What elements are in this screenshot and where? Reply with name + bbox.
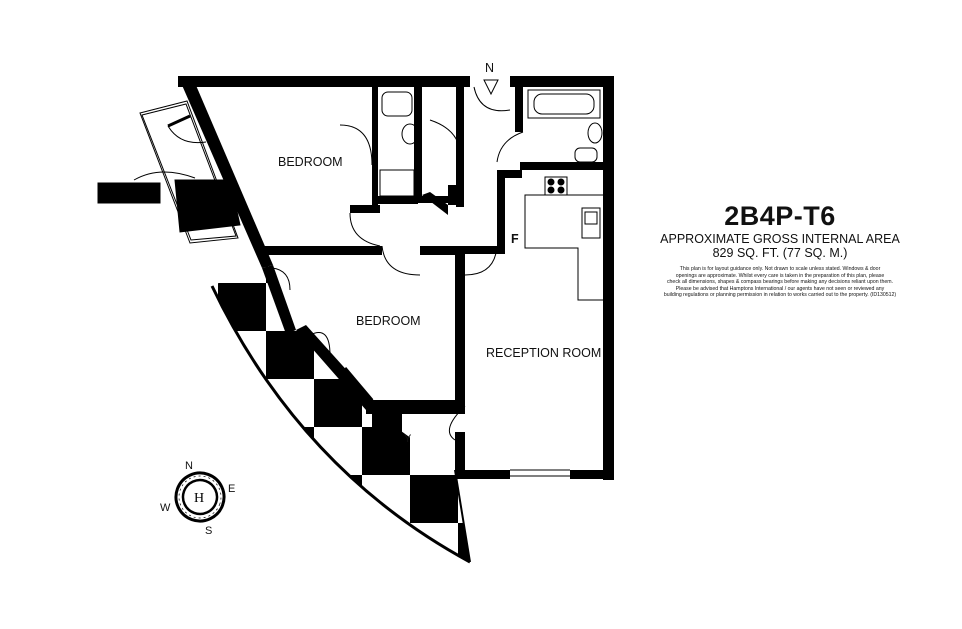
fridge-label: F: [511, 232, 519, 246]
small-balcony: [97, 100, 241, 244]
fixtures: [379, 89, 606, 301]
room-label-reception: RECEPTION ROOM: [486, 346, 601, 360]
bath-basin: [587, 122, 603, 144]
plan-info: 2B4P-T6 APPROXIMATE GROSS INTERNAL AREA …: [640, 200, 920, 299]
door-swings: [271, 86, 570, 477]
compass-n: N: [185, 460, 193, 472]
entrance-north-arrow: N: [483, 61, 499, 96]
room-label-bedroom-1: BEDROOM: [278, 155, 343, 169]
kitchen-counter: [524, 194, 606, 301]
disclaimer-line: openings are approximate. Whilst every c…: [675, 272, 885, 279]
compass-e: E: [228, 483, 235, 495]
ensuite-wc: [381, 91, 413, 117]
bath-wc: [574, 147, 598, 163]
disclaimer-line: This plan is for layout guidance only. N…: [679, 266, 881, 272]
disclaimer-line: check all dimensions, shapes & compass b…: [666, 279, 894, 285]
svg-text:N: N: [485, 61, 494, 75]
area-heading: APPROXIMATE GROSS INTERNAL AREA: [660, 232, 900, 246]
compass-w: W: [160, 502, 171, 514]
balcony-terrace: [210, 262, 471, 564]
room-label-bedroom-2: BEDROOM: [356, 314, 421, 328]
compass-rose: [174, 471, 226, 523]
bath: [527, 89, 601, 119]
plan-title: 2B4P-T6: [724, 201, 836, 231]
hob: [544, 176, 568, 196]
ensuite-shower: [379, 169, 415, 197]
disclaimer: This plan is for layout guidance only. N…: [640, 266, 920, 299]
compass-logo: H: [194, 491, 204, 506]
area-value: 829 SQ. FT. (77 SQ. M.): [712, 246, 848, 260]
walls: [178, 76, 614, 480]
sink: [581, 207, 601, 239]
partial-room-label: Y: [404, 433, 412, 445]
disclaimer-line: Please be advised that Hamptons Internat…: [675, 285, 885, 292]
ensuite-basin: [401, 123, 419, 145]
disclaimer-line: building regulations or planning permiss…: [663, 292, 897, 298]
compass-s: S: [205, 525, 212, 537]
